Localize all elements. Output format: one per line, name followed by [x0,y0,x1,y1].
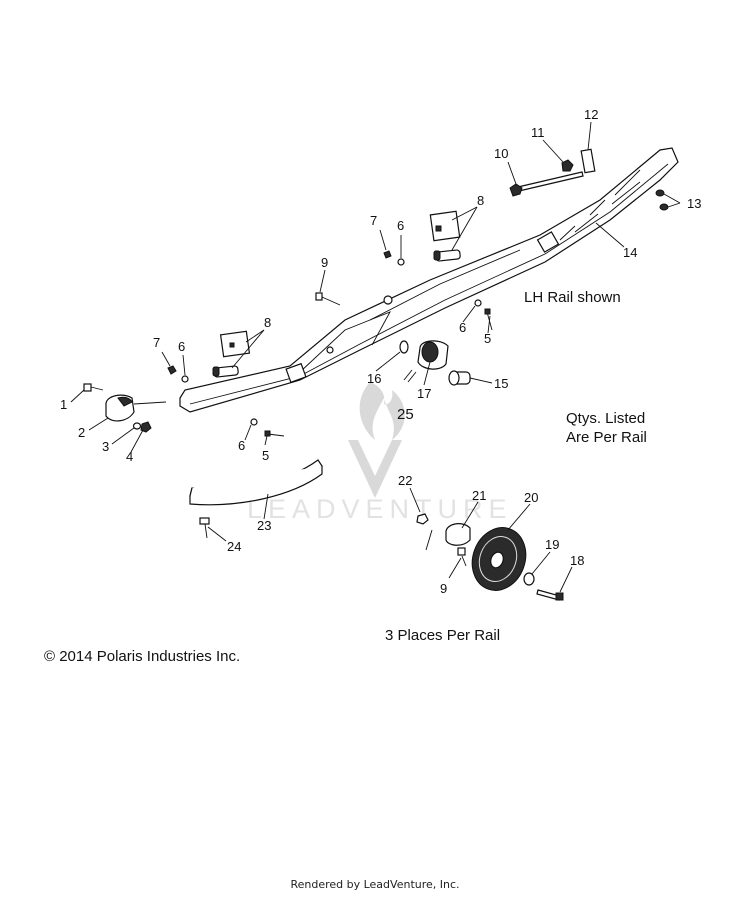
washer-6-left [181,375,189,383]
callout-11: 11 [531,125,545,140]
wheel-20 [471,527,527,591]
callout-6-upper: 6 [397,218,404,233]
screw-24 [199,517,210,539]
note-qtys-line1: Qtys. Listed [566,410,645,427]
callout-15: 15 [494,376,508,391]
washer-16 [399,340,409,354]
callout-17: 17 [417,386,431,401]
axle-15 [448,370,471,386]
callout-23: 23 [257,518,271,533]
callout-3: 3 [102,439,109,454]
slide-23 [189,459,323,506]
callout-5-lower: 5 [262,448,269,463]
bolt-10 [509,171,584,197]
callout-8-upper: 8 [477,193,484,208]
callout-18: 18 [570,553,584,568]
bolt-9-upper [315,292,341,306]
hub-21 [445,523,471,546]
callout-8-lower: 8 [264,315,271,330]
rivets-13 [655,189,669,211]
note-three-places: 3 Places Per Rail [385,627,500,644]
callout-1: 1 [60,397,67,412]
pin-25 [403,369,417,383]
screw-7-upper [383,250,392,259]
watermark-text: LEADVENTURE [247,494,513,524]
callout-19: 19 [545,537,559,552]
front-cap-2 [105,394,167,422]
callout-2: 2 [78,425,85,440]
screw-5-lower [264,430,285,437]
screw-7-left [167,365,177,375]
copyright: © 2014 Polaris Industries Inc. [44,648,240,665]
callout-22: 22 [398,473,412,488]
callout-14: 14 [623,245,637,260]
callout-25: 25 [397,406,414,423]
washer-6-lower [250,418,258,426]
footer-credit: Rendered by LeadVenture, Inc. [290,878,460,891]
washer-3 [132,422,142,430]
wheel-17 [417,340,449,370]
nut-4 [140,421,152,433]
callout-6-mid: 6 [459,320,466,335]
washer-6-upper [397,258,405,266]
callout-24: 24 [227,539,241,554]
callout-4: 4 [126,449,133,464]
washer-6-mid [474,299,482,307]
note-lh-rail: LH Rail shown [524,289,621,306]
callout-7-left: 7 [153,335,160,350]
callout-9-upper: 9 [321,255,328,270]
callout-5-mid: 5 [484,331,491,346]
callout-9-lower: 9 [440,581,447,596]
watermark-logo: LEADVENTURE [247,382,513,524]
bracket-12 [580,148,596,174]
callout-20: 20 [524,490,538,505]
callout-labels: 1 2 3 4 5 5 6 6 6 6 7 7 8 8 9 9 10 11 12… [60,107,701,596]
callout-6-lower: 6 [238,438,245,453]
slide-block-8-lower [212,330,251,378]
callout-6-left: 6 [178,339,185,354]
washer-19 [523,572,535,586]
callout-10: 10 [494,146,508,161]
notes: LH Rail shown Qtys. Listed Are Per Rail … [44,289,647,665]
callout-12: 12 [584,107,598,122]
nut-11 [561,159,574,172]
callout-7-upper: 7 [370,213,377,228]
rail-14 [179,147,679,413]
slide-block-8-upper [429,210,461,262]
bolt-1 [83,383,104,392]
bolt-9-lower [457,547,467,567]
callout-16: 16 [367,371,381,386]
leader-lines [70,121,681,593]
nut-22 [416,513,433,551]
note-qtys-line2: Are Per Rail [566,429,647,446]
bolt-18 [536,589,564,601]
callout-21: 21 [472,488,486,503]
callout-13: 13 [687,196,701,211]
